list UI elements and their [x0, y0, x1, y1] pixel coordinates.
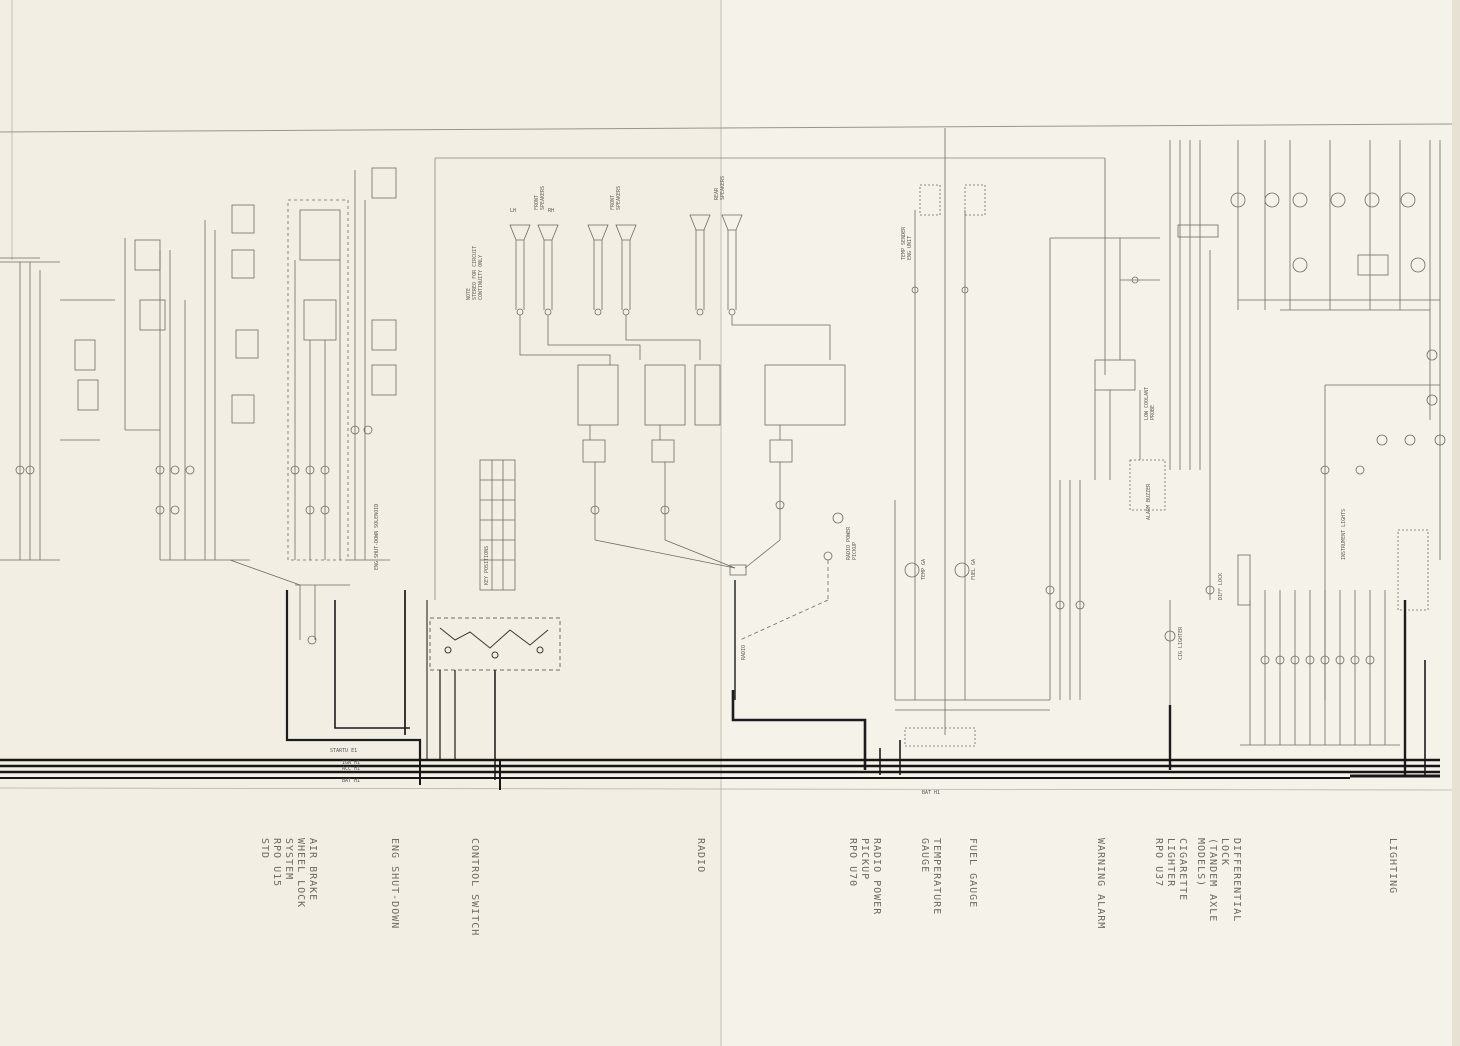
cig-lighter-label: CIG LIGHTER [1178, 626, 1184, 660]
bus-label: BAT H1 [342, 778, 360, 784]
bus-label: BAT H1 [922, 790, 940, 796]
front-speakers-label: FRONTSPEAKERS [610, 186, 622, 210]
main-bus [0, 758, 1440, 790]
radio-power-pickup-label: RADIO POWERPICKUP [846, 526, 858, 560]
lighting-circuit [1230, 140, 1446, 746]
temp-gauge-label: TEMP GA [921, 559, 927, 580]
control-switch-circuit [404, 157, 1105, 780]
air-brake-circuit [0, 204, 301, 586]
section-label-differential-lock: DIFFERENTIAL LOCK (TANDEM AXLE MODELS) [1195, 838, 1242, 923]
section-label-air-brake: AIR BRAKE WHEEL LOCK SYSTEM RPO U15 STD [259, 838, 318, 909]
bus-label: IGN H1 [342, 760, 360, 766]
right-paper-edge [1452, 0, 1460, 1046]
diff-lock-label: DIFF LOCK [1218, 573, 1224, 600]
paper-left-half [0, 0, 720, 1046]
rear-speakers-label: REARSPEAKERS [714, 176, 726, 200]
fuel-gauge-label: FUEL GA [971, 559, 977, 580]
key-positions-label: KEY POSITIONS [484, 546, 490, 585]
lighting-feed-wire [1403, 600, 1426, 775]
radio-feed-wire [731, 580, 867, 770]
paper-right-half [720, 0, 1460, 1046]
rh-label: RH [548, 208, 554, 214]
top-border [0, 123, 1453, 133]
temp-sender-label: TEMP SENDERENG UNIT [901, 226, 913, 260]
instrument-lights-label: INSTRUMENT LIGHTS [1341, 509, 1347, 560]
section-label-control-switch: CONTROL SWITCH [469, 838, 480, 937]
lighter-difflock-circuit [1164, 140, 1219, 705]
section-label-warning-alarm: WARNING ALARM [1095, 838, 1106, 930]
alarm-buzzer-label: ALARM BUZZER [1146, 483, 1152, 520]
section-label-lighting: LIGHTING [1387, 838, 1398, 895]
section-label-radio-power-pickup: RADIO POWER PICKUP RPO U70 [847, 838, 882, 916]
feeder-wires [285, 590, 901, 775]
bus-labels: STARTU E1 IGN H1 ACC H1 BAT H1 BAT H1 [330, 748, 940, 796]
lh-label: LH [510, 208, 516, 214]
eng-shutdown-circuit [287, 167, 397, 645]
section-label-radio: RADIO [695, 838, 706, 874]
bus-label: STARTU E1 [330, 748, 357, 754]
section-label-cigarette-lighter: CIGARETTE LIGHTER RPO U37 [1153, 838, 1188, 902]
radio-circuit [479, 214, 846, 641]
diagram-annotations: NOTESTEREO FOR CIRCUITCONTINUITY ONLY FR… [374, 176, 1347, 660]
section-label-temperature-gauge: TEMPERATURE GAUGE [919, 838, 942, 916]
low-coolant-label: LOW COOLANTPROBE [1144, 387, 1156, 420]
section-label-eng-shutdown: ENG SHUT-DOWN [389, 838, 400, 930]
section-label-fuel-gauge: FUEL GAUGE [967, 838, 978, 909]
eng-shutdown-solenoid-label: ENG SHUT-DOWN SOLENOID [374, 504, 380, 570]
bus-label: ACC H1 [342, 766, 360, 772]
note-label: NOTESTEREO FOR CIRCUITCONTINUITY ONLY [466, 246, 484, 300]
gauge-circuits [894, 128, 1050, 747]
radio-label: RADIO [741, 645, 747, 660]
diagram-bottom-edge [0, 787, 1453, 791]
front-speakers-label: FRONTSPEAKERS [534, 186, 546, 210]
warning-alarm-circuit [1045, 158, 1166, 700]
